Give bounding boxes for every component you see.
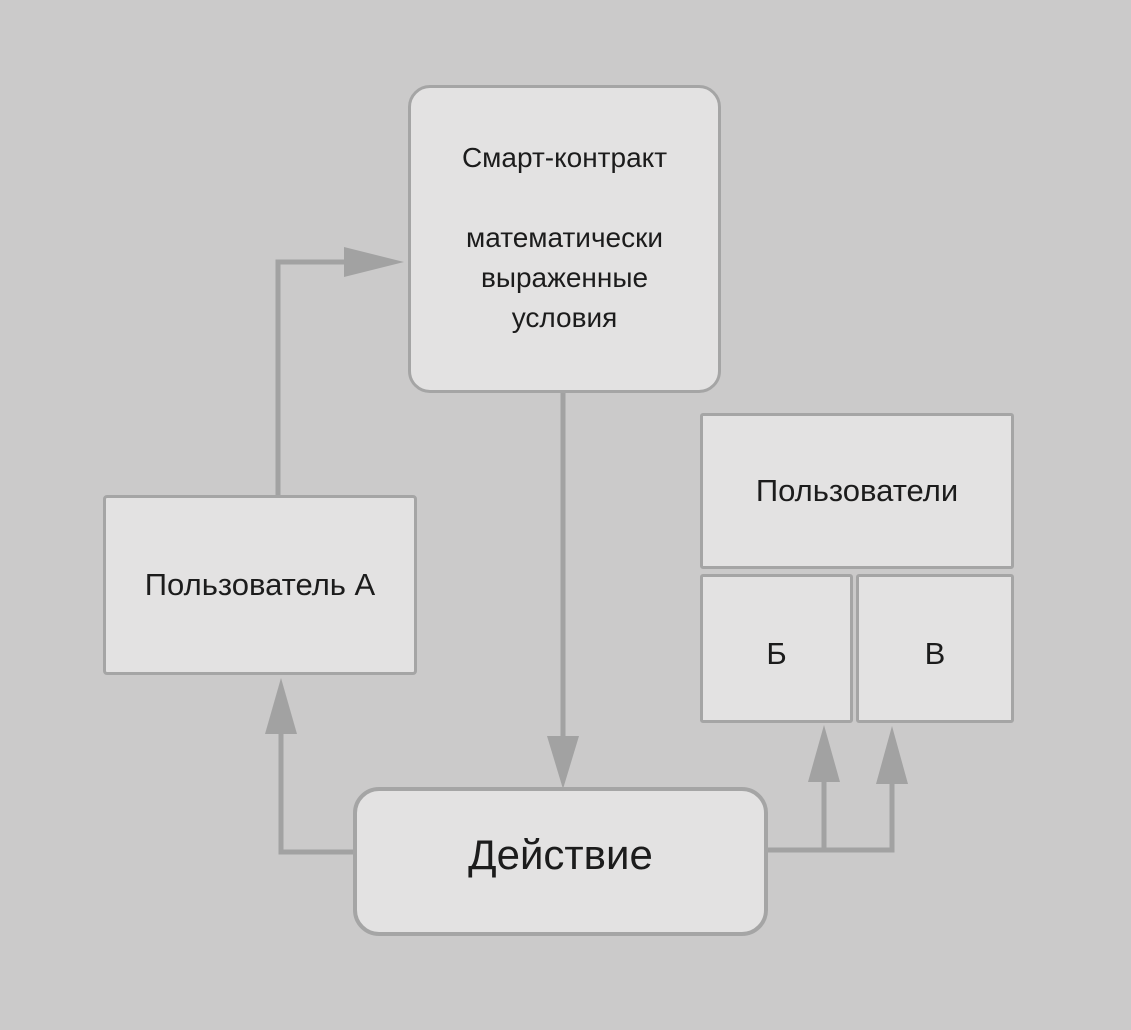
arrow-contract-to-action (547, 392, 579, 789)
node-user-v: В (856, 574, 1014, 723)
arrow-action-to-userv (824, 726, 908, 853)
node-user-b: Б (700, 574, 853, 723)
arrow-action-to-userb (764, 725, 840, 853)
user-v-label: В (924, 635, 946, 671)
user-b-label: Б (766, 635, 787, 671)
node-smart-contract: Смарт-контракт математически выраженные … (408, 85, 721, 393)
node-user-a: Пользователь А (103, 495, 417, 675)
arrow-action-to-usera (265, 678, 356, 855)
smart-contract-condition-line1: математически (465, 222, 663, 253)
arrow-usera-to-contract (275, 247, 404, 497)
smart-contract-title: Смарт-контракт (461, 142, 668, 173)
node-users: Пользователи (700, 413, 1014, 569)
action-label: Действие (468, 830, 653, 878)
users-label: Пользователи (755, 473, 959, 508)
user-a-label: Пользователь А (144, 567, 376, 602)
smart-contract-condition-line2: выраженные (480, 262, 649, 293)
node-action: Действие (353, 787, 768, 936)
smart-contract-condition-line3: условия (511, 302, 618, 333)
